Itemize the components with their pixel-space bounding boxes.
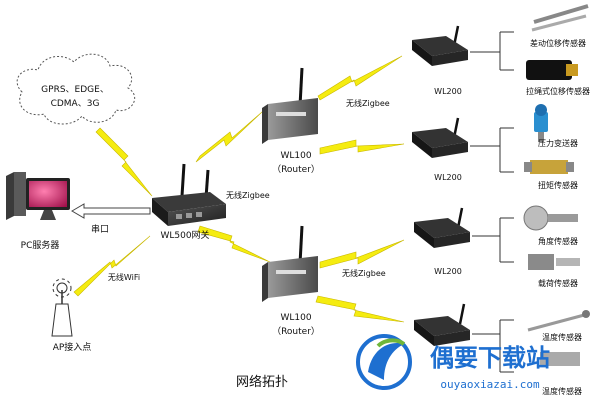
gateway-wl500: 无线Zigbee WL500网关	[152, 163, 270, 241]
sensor-8: 温度传感器	[540, 352, 582, 396]
ap-access-point: 无线WiFi AP接入点	[51, 272, 140, 353]
lightning-router-bottom-node3	[319, 239, 405, 269]
cloud-text-line2: CDMA、3G	[51, 99, 100, 109]
router-top-label: WL100	[280, 151, 311, 161]
router-top-zigbee-label: 无线Zigbee	[346, 98, 390, 108]
watermark-logo: 偶要下载站 ouyaoxiazai.com	[356, 334, 550, 391]
end-node-1-label: WL200	[434, 87, 462, 96]
sensor-6-label: 载荷传感器	[538, 278, 578, 288]
end-node-2-label: WL200	[434, 173, 462, 182]
sensor-5: 角度传感器	[523, 205, 578, 246]
router-bottom-zigbee-label: 无线Zigbee	[342, 268, 386, 278]
cellular-cloud: GPRS、EDGE、 CDMA、3G	[16, 53, 136, 125]
lightning-gateway-router-top	[195, 111, 263, 163]
watermark-url: ouyaoxiazai.com	[440, 378, 540, 391]
lightning-gateway-router-bottom	[197, 225, 271, 263]
sensor-4: 扭矩传感器	[524, 160, 578, 190]
sensor-7-label: 温度传感器	[542, 332, 582, 342]
gateway-zigbee-label: 无线Zigbee	[226, 190, 270, 200]
lightning-ap-gateway	[73, 235, 151, 297]
pc-tower	[14, 172, 26, 216]
sensor-2-label: 拉绳式位移传感器	[526, 86, 590, 96]
end-node-4	[414, 303, 470, 346]
sensor-6: 载荷传感器	[528, 254, 580, 288]
router-top-wl100: 无线Zigbee WL100 （Router）	[262, 67, 390, 175]
router-bottom-wl100: 无线Zigbee WL100 （Router）	[262, 225, 386, 337]
end-node-3-label: WL200	[434, 267, 462, 276]
router-bottom-role: （Router）	[272, 326, 320, 337]
end-node-3: WL200	[414, 207, 470, 276]
sensor-3: 压力变送器	[534, 104, 578, 148]
leaf-logo-icon	[368, 343, 404, 380]
sensor-1: 差动位移传感器	[530, 4, 589, 48]
sensor-wires	[470, 31, 514, 373]
router-bottom-label: WL100	[280, 313, 311, 323]
cloud-text-line1: GPRS、EDGE、	[41, 85, 109, 95]
lightning-router-top-node1	[317, 55, 403, 101]
end-node-2: WL200	[412, 117, 468, 182]
sensor-4-label: 扭矩传感器	[538, 180, 578, 190]
sensor-1-label: 差动位移传感器	[530, 38, 586, 48]
serial-connection: 串口	[71, 203, 151, 235]
pc-server-label: PC服务器	[21, 239, 60, 251]
sensor-8-label: 温度传感器	[542, 386, 582, 396]
pc-server: PC服务器	[6, 172, 70, 251]
sensor-3-label: 压力变送器	[538, 138, 578, 148]
gateway-label: WL500网关	[160, 229, 209, 241]
lightning-router-top-node2	[319, 139, 405, 155]
diagram-caption: 网络拓扑	[236, 374, 288, 390]
sensor-5-label: 角度传感器	[538, 236, 578, 246]
end-node-1: WL200	[412, 25, 468, 96]
sensor-7: 温度传感器	[527, 310, 590, 342]
sensor-2: 拉绳式位移传感器	[526, 60, 590, 96]
serial-label: 串口	[91, 224, 109, 235]
watermark-title: 偶要下载站	[430, 344, 550, 372]
wifi-label: 无线WiFi	[108, 272, 140, 282]
ap-label: AP接入点	[53, 341, 92, 353]
monitor-screen	[29, 181, 67, 207]
router-top-role: （Router）	[272, 164, 320, 175]
wireless-links	[73, 55, 405, 323]
lightning-router-bottom-node4	[315, 295, 405, 323]
lightning-cloud-gateway	[95, 127, 153, 197]
